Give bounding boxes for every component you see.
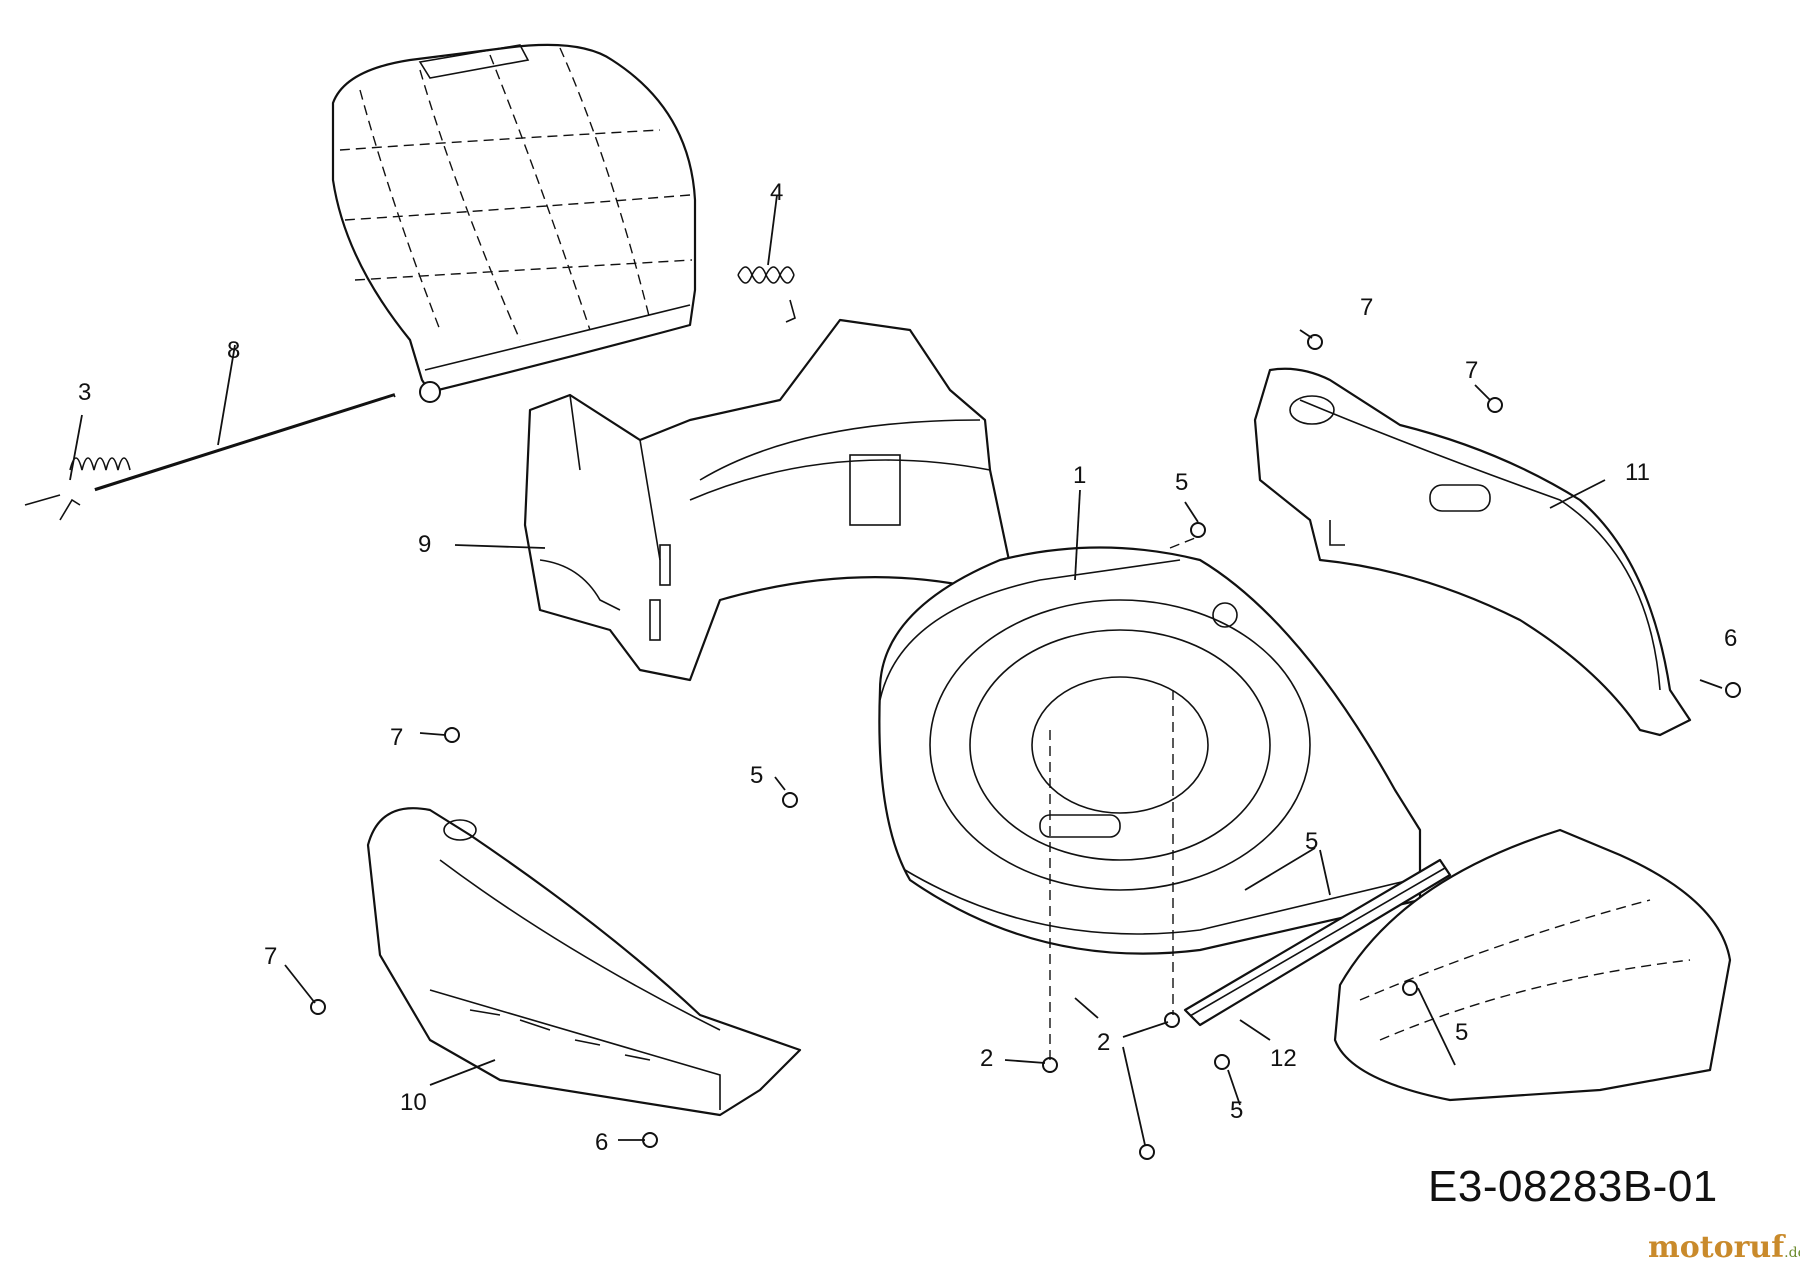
- rear-housing-9: [523, 318, 1012, 682]
- spring-3: [24, 457, 131, 521]
- fasteners: [310, 334, 1741, 1160]
- drawing-reference: E3-08283B-01: [1428, 1162, 1718, 1211]
- callout-5: 5: [1455, 1019, 1468, 1046]
- callout-5: 5: [1305, 828, 1318, 855]
- callout-7: 7: [1360, 294, 1373, 321]
- rear-flap-12: [1183, 858, 1452, 1027]
- watermark-logo: motoruf.de: [1648, 1230, 1800, 1265]
- watermark-brand: motoruf: [1648, 1230, 1785, 1265]
- callout-5: 5: [1230, 1097, 1243, 1124]
- callout-6: 6: [1724, 625, 1737, 652]
- callout-7: 7: [1465, 357, 1478, 384]
- callout-7: 7: [390, 724, 403, 751]
- mower-deck-1: [878, 546, 1422, 955]
- callout-2: 2: [980, 1045, 993, 1072]
- side-deflector-10: [366, 807, 802, 1117]
- discharge-cover-11: [1253, 367, 1692, 737]
- assembly-lines: [1049, 537, 1196, 1060]
- callout-2: 2: [1097, 1029, 1110, 1056]
- watermark-suffix: .de: [1784, 1245, 1800, 1261]
- rear-guard: [1333, 828, 1732, 1102]
- callout-8: 8: [227, 337, 240, 364]
- callout-9: 9: [418, 531, 431, 558]
- rod-8: [94, 393, 396, 493]
- callout-5: 5: [1175, 469, 1188, 496]
- callout-4: 4: [770, 179, 783, 206]
- grass-catcher-bag: [331, 43, 697, 403]
- spring-4: [737, 266, 796, 323]
- callout-10: 10: [400, 1089, 427, 1116]
- callout-11: 11: [1625, 459, 1650, 486]
- callout-6: 6: [595, 1129, 608, 1156]
- leader-lines: [69, 194, 1723, 1146]
- callout-5: 5: [750, 762, 763, 789]
- callout-12: 12: [1270, 1045, 1297, 1072]
- callout-1: 1: [1073, 462, 1086, 489]
- callout-3: 3: [78, 379, 91, 406]
- callout-labels: 1 2 2 3 4 5 5 5 5 5 6 6 7 7 7 7 8 9 10 1…: [78, 179, 1737, 1156]
- callout-7: 7: [264, 943, 277, 970]
